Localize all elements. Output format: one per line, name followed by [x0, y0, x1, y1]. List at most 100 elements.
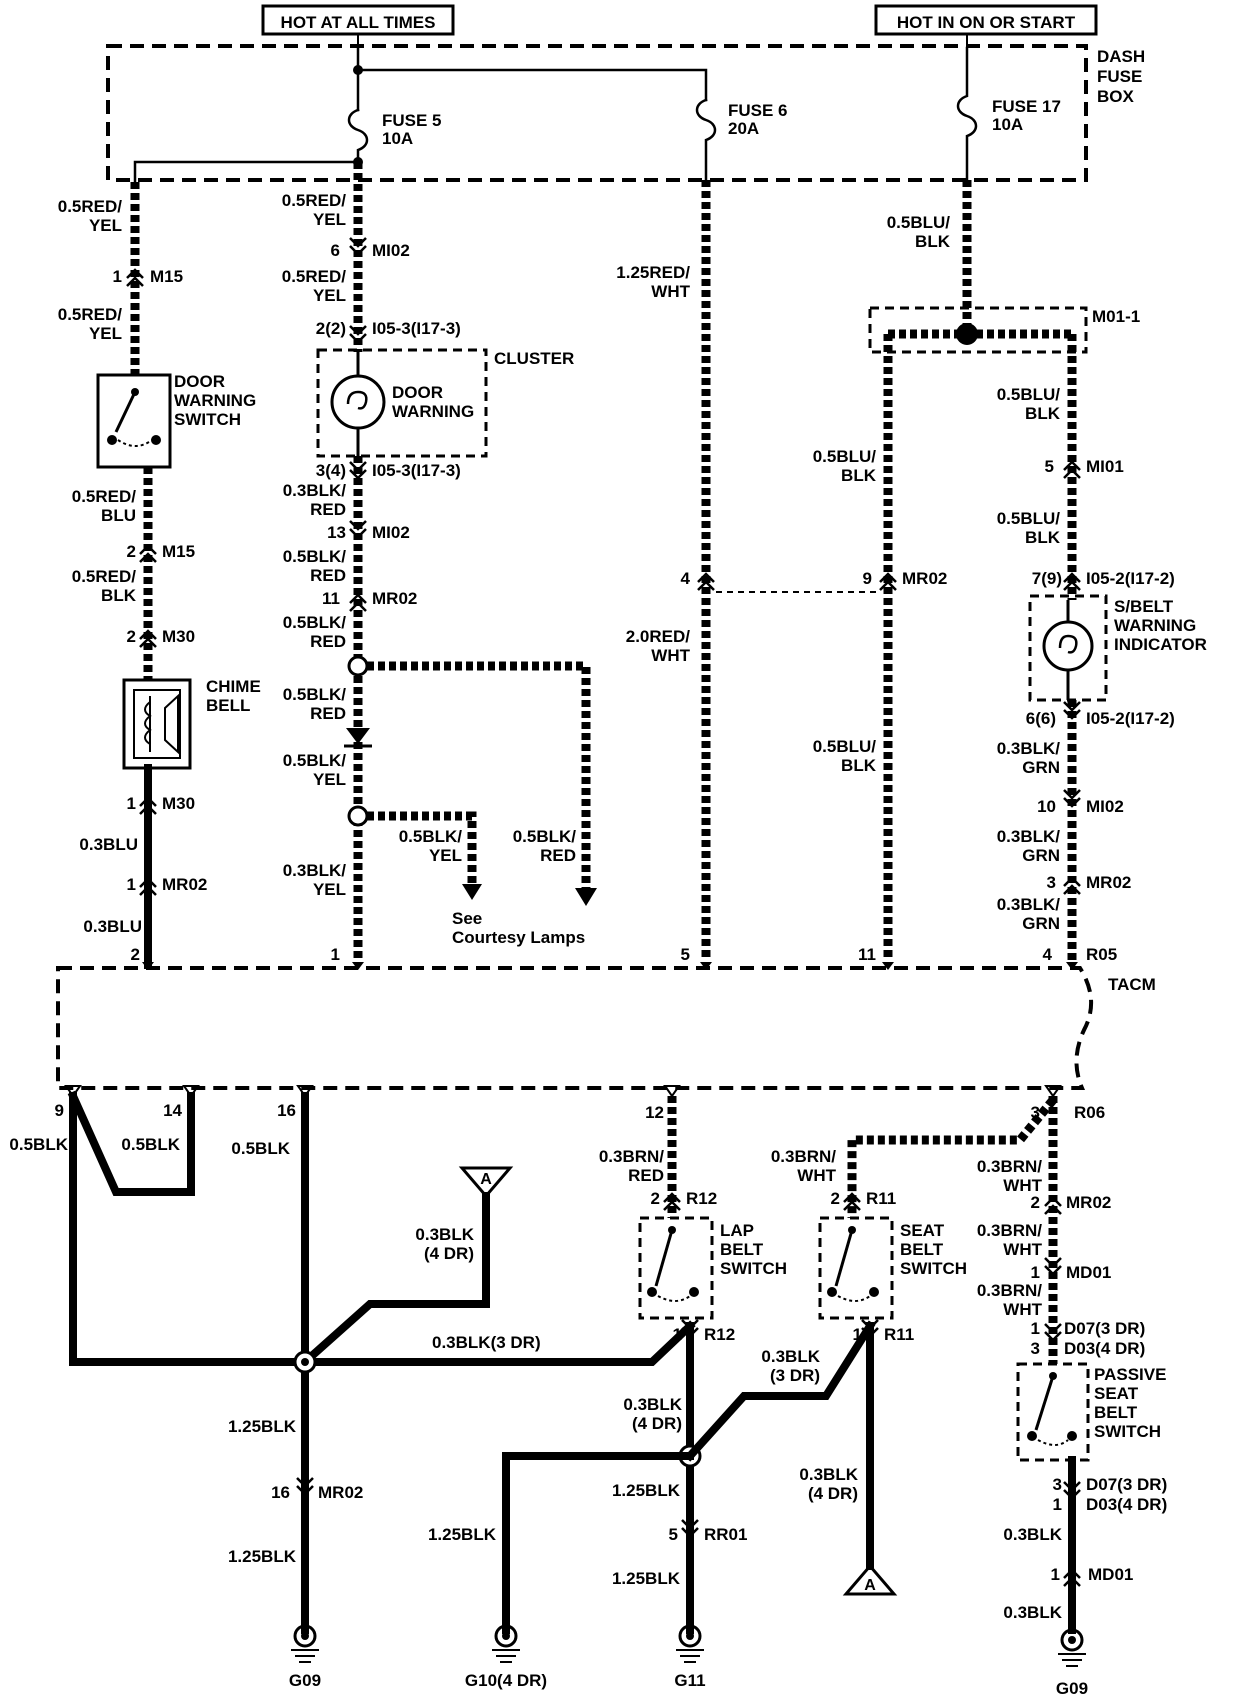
offpage-connector-a-bottom: A	[842, 1563, 898, 1596]
svg-text:BOX: BOX	[1097, 87, 1135, 106]
svg-text:I05-2(I17-2): I05-2(I17-2)	[1086, 709, 1175, 728]
svg-text:3(4): 3(4)	[316, 461, 346, 480]
svg-text:1: 1	[127, 875, 136, 894]
svg-text:A: A	[864, 1577, 876, 1594]
svg-text:WHT: WHT	[1003, 1176, 1042, 1195]
dash-fuse-box	[106, 44, 1088, 182]
svg-text:0.5BLK/: 0.5BLK/	[399, 827, 463, 846]
svg-text:2: 2	[831, 1189, 840, 1208]
svg-text:1.25BLK: 1.25BLK	[428, 1525, 497, 1544]
svg-text:1.25BLK: 1.25BLK	[228, 1417, 297, 1436]
svg-text:SEAT: SEAT	[900, 1221, 945, 1240]
svg-text:3: 3	[1031, 1339, 1040, 1358]
lap-belt-switch	[638, 1216, 714, 1320]
svg-text:A: A	[480, 1171, 492, 1188]
svg-text:BELT: BELT	[1094, 1403, 1138, 1422]
svg-text:5: 5	[1045, 457, 1054, 476]
svg-text:Courtesy Lamps: Courtesy Lamps	[452, 928, 585, 947]
svg-text:0.3BRN/: 0.3BRN/	[599, 1147, 664, 1166]
ground-g09-right-icon	[1058, 1628, 1086, 1667]
svg-text:1.25BLK: 1.25BLK	[612, 1569, 681, 1588]
svg-text:MI02: MI02	[1086, 797, 1124, 816]
svg-text:S/BELT: S/BELT	[1114, 597, 1174, 616]
svg-text:BELL: BELL	[206, 696, 250, 715]
svg-text:0.5RED/: 0.5RED/	[58, 305, 123, 324]
svg-text:DOOR: DOOR	[174, 372, 225, 391]
svg-text:MD01: MD01	[1088, 1565, 1133, 1584]
svg-text:2: 2	[1031, 1193, 1040, 1212]
svg-text:(3 DR): (3 DR)	[770, 1366, 820, 1385]
header-hot-on-start: HOT IN ON OR START	[874, 4, 1098, 36]
svg-text:0.3BRN/: 0.3BRN/	[977, 1157, 1042, 1176]
svg-text:0.3BLK/: 0.3BLK/	[997, 827, 1061, 846]
svg-text:1: 1	[113, 267, 122, 286]
svg-text:GRN: GRN	[1022, 914, 1060, 933]
svg-text:1.25BLK: 1.25BLK	[228, 1547, 297, 1566]
svg-text:YEL: YEL	[429, 846, 462, 865]
svg-text:0.3BLK(3 DR): 0.3BLK(3 DR)	[432, 1333, 541, 1352]
svg-text:G11: G11	[674, 1671, 705, 1690]
svg-text:5: 5	[681, 945, 690, 964]
svg-text:M01-1: M01-1	[1092, 307, 1140, 326]
svg-text:0.5RED/: 0.5RED/	[72, 487, 137, 506]
svg-text:MI02: MI02	[372, 241, 410, 260]
svg-text:HOT IN ON OR START: HOT IN ON OR START	[897, 13, 1076, 32]
svg-text:D07(3 DR): D07(3 DR)	[1086, 1475, 1167, 1494]
svg-text:0.3BLK/: 0.3BLK/	[997, 739, 1061, 758]
svg-text:16: 16	[271, 1483, 290, 1502]
svg-text:I05-3(I17-3): I05-3(I17-3)	[372, 319, 461, 338]
svg-text:MR02: MR02	[1086, 873, 1131, 892]
svg-text:1: 1	[673, 1325, 682, 1344]
svg-text:0.5BLK/: 0.5BLK/	[283, 751, 347, 770]
svg-text:YEL: YEL	[313, 880, 346, 899]
svg-text:0.5RED/: 0.5RED/	[58, 197, 123, 216]
svg-text:BELT: BELT	[720, 1240, 764, 1259]
svg-text:M30: M30	[162, 794, 195, 813]
svg-text:MI02: MI02	[372, 523, 410, 542]
fuse-5-symbol	[347, 108, 369, 164]
svg-text:6(6): 6(6)	[1026, 709, 1056, 728]
svg-text:SWITCH: SWITCH	[174, 410, 241, 429]
svg-text:YEL: YEL	[89, 216, 122, 235]
svg-text:0.3BLK: 0.3BLK	[1003, 1603, 1062, 1622]
svg-text:G09: G09	[1056, 1679, 1088, 1698]
svg-text:(4 DR): (4 DR)	[808, 1484, 858, 1503]
svg-text:WARNING: WARNING	[392, 402, 474, 421]
svg-text:1: 1	[853, 1325, 862, 1344]
diode-icon	[344, 728, 372, 748]
svg-text:0.3BRN/: 0.3BRN/	[977, 1221, 1042, 1240]
svg-text:2(2): 2(2)	[316, 319, 346, 338]
svg-text:M15: M15	[162, 542, 195, 561]
svg-text:10A: 10A	[382, 129, 413, 148]
svg-text:0.3BLU: 0.3BLU	[79, 835, 138, 854]
svg-text:LAP: LAP	[720, 1221, 754, 1240]
svg-text:0.5BLK: 0.5BLK	[231, 1139, 290, 1158]
svg-text:YEL: YEL	[313, 210, 346, 229]
svg-text:0.3BLK: 0.3BLK	[415, 1225, 474, 1244]
svg-text:M15: M15	[150, 267, 183, 286]
svg-text:0.3BLK: 0.3BLK	[799, 1465, 858, 1484]
svg-text:6: 6	[331, 241, 340, 260]
svg-text:1: 1	[1031, 1319, 1040, 1338]
sbelt-warning-lamp-icon	[1042, 600, 1094, 700]
svg-text:BLU: BLU	[101, 506, 136, 525]
svg-text:0.5RED/: 0.5RED/	[282, 191, 347, 210]
svg-text:BLK: BLK	[915, 232, 951, 251]
svg-text:WARNING: WARNING	[1114, 616, 1196, 635]
offpage-connector-a-top: A	[458, 1166, 514, 1199]
svg-text:RED: RED	[310, 500, 346, 519]
svg-text:YEL: YEL	[313, 770, 346, 789]
svg-text:7(9): 7(9)	[1032, 569, 1062, 588]
svg-text:YEL: YEL	[89, 324, 122, 343]
svg-text:0.3BLK/: 0.3BLK/	[283, 861, 347, 880]
svg-text:4: 4	[681, 569, 691, 588]
svg-text:20A: 20A	[728, 119, 759, 138]
svg-text:0.5BLU/: 0.5BLU/	[997, 509, 1061, 528]
svg-text:GRN: GRN	[1022, 846, 1060, 865]
svg-text:YEL: YEL	[313, 286, 346, 305]
fuse-6-symbol	[695, 98, 717, 182]
svg-text:0.3BLK/: 0.3BLK/	[997, 895, 1061, 914]
svg-text:DASH: DASH	[1097, 47, 1145, 66]
svg-text:0.5BLK: 0.5BLK	[121, 1135, 180, 1154]
